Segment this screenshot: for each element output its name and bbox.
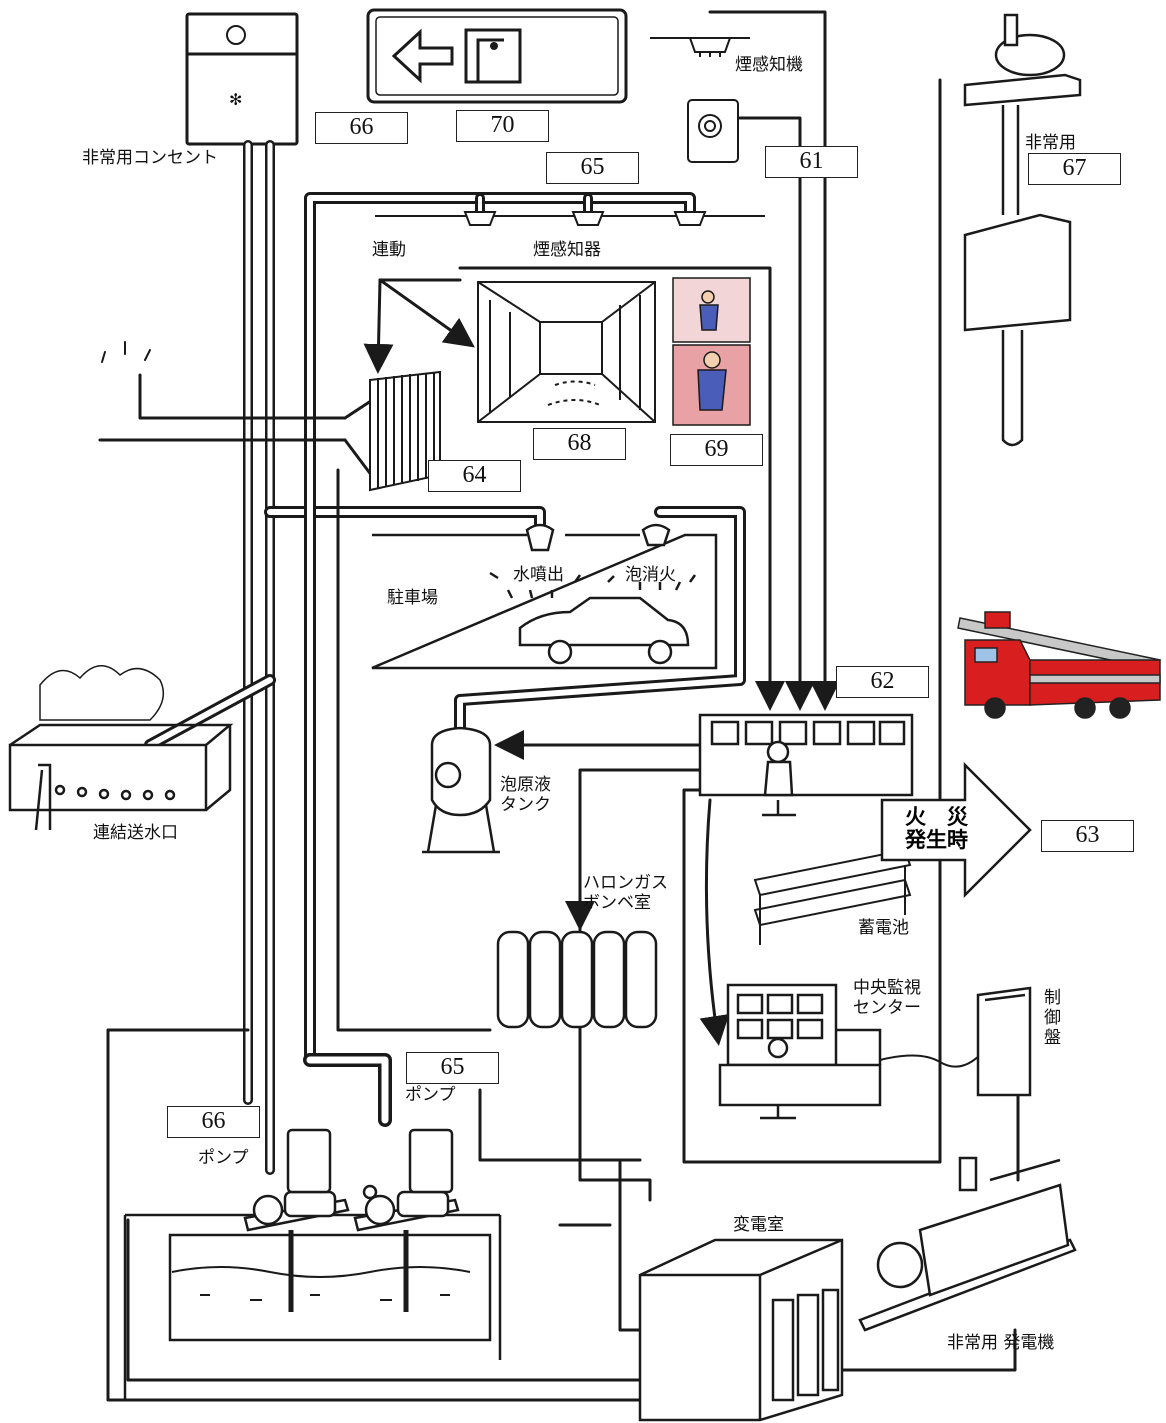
battery-rack [753, 848, 912, 945]
number-box-67: 67 [1028, 153, 1121, 185]
number-box-62: 62 [836, 666, 929, 698]
number-box-65-bottom: 65 [406, 1052, 499, 1084]
pump-units [243, 1128, 460, 1232]
pump-right-label: ポンプ [405, 1085, 456, 1105]
number-box-66-top: 66 [315, 112, 408, 144]
svg-text:✻: ✻ [229, 90, 242, 109]
central-monitor-label: 中央監視 センター [853, 978, 921, 1018]
evacuation-door-illustration [672, 277, 751, 426]
control-panel-cabinet [976, 986, 1032, 1097]
smoke-detector-icons [375, 211, 765, 293]
water-tank-reservoir [123, 1213, 502, 1400]
linked-label: 連動 [372, 240, 406, 260]
exit-sign [366, 8, 628, 104]
foam-tank [422, 726, 500, 854]
number-box-68: 68 [533, 428, 626, 460]
fire-occurrence-arrow [880, 761, 1032, 899]
substation-label: 変電室 [733, 1215, 784, 1235]
emergency-outlet-box: ✻ [185, 12, 299, 146]
number-box-63: 63 [1041, 820, 1134, 852]
substation-cabinet [638, 1238, 844, 1422]
fire-label-line1: 火 災 [905, 805, 968, 829]
halon-room-label: ハロンガス ボンベ室 [583, 873, 668, 913]
number-box-64: 64 [428, 460, 521, 492]
emergency-outlet-label: 非常用コンセント [82, 148, 218, 168]
parking-garage [371, 523, 718, 670]
disaster-control-console [698, 713, 914, 817]
smoke-detector-label: 煙感知器 [533, 240, 601, 260]
siamese-connection-label: 連結送水口 [93, 823, 178, 843]
ladder-fire-truck [957, 611, 1161, 719]
water-spray-label: 水噴出 [513, 565, 564, 585]
siamese-connection-box [8, 665, 234, 831]
number-box-65-top: 65 [546, 152, 639, 184]
number-box-70: 70 [456, 110, 549, 142]
halon-cylinders [496, 930, 658, 1029]
number-box-61: 61 [765, 146, 858, 178]
foam-extinguish-label: 泡消火 [625, 565, 676, 585]
smoke-detector-top-icon [650, 37, 750, 57]
emergency-generator [858, 1156, 1077, 1332]
emergency-elevator-label: 非常用 [1025, 133, 1076, 153]
corridor-illustration [477, 281, 656, 423]
generator-label: 非常用 発電機 [947, 1333, 1055, 1353]
fire-label-line2: 発生時 [905, 828, 968, 852]
control-panel-label: 制御盤 [1044, 988, 1061, 1048]
battery-label: 蓄電池 [858, 918, 909, 938]
emergency-elevator [963, 13, 1082, 447]
pipe-network [98, 10, 1020, 1402]
foam-tank-label: 泡原液 タンク [500, 775, 551, 815]
alarm-bell-icon [687, 99, 739, 163]
pump-left-label: ポンプ [198, 1148, 249, 1168]
central-monitoring-center [718, 983, 882, 1120]
number-box-69: 69 [670, 434, 763, 466]
number-box-66-bottom: 66 [167, 1106, 260, 1138]
parking-label: 駐車場 [387, 588, 438, 608]
smoke-detector-top-label: 煙感知機 [735, 55, 803, 75]
